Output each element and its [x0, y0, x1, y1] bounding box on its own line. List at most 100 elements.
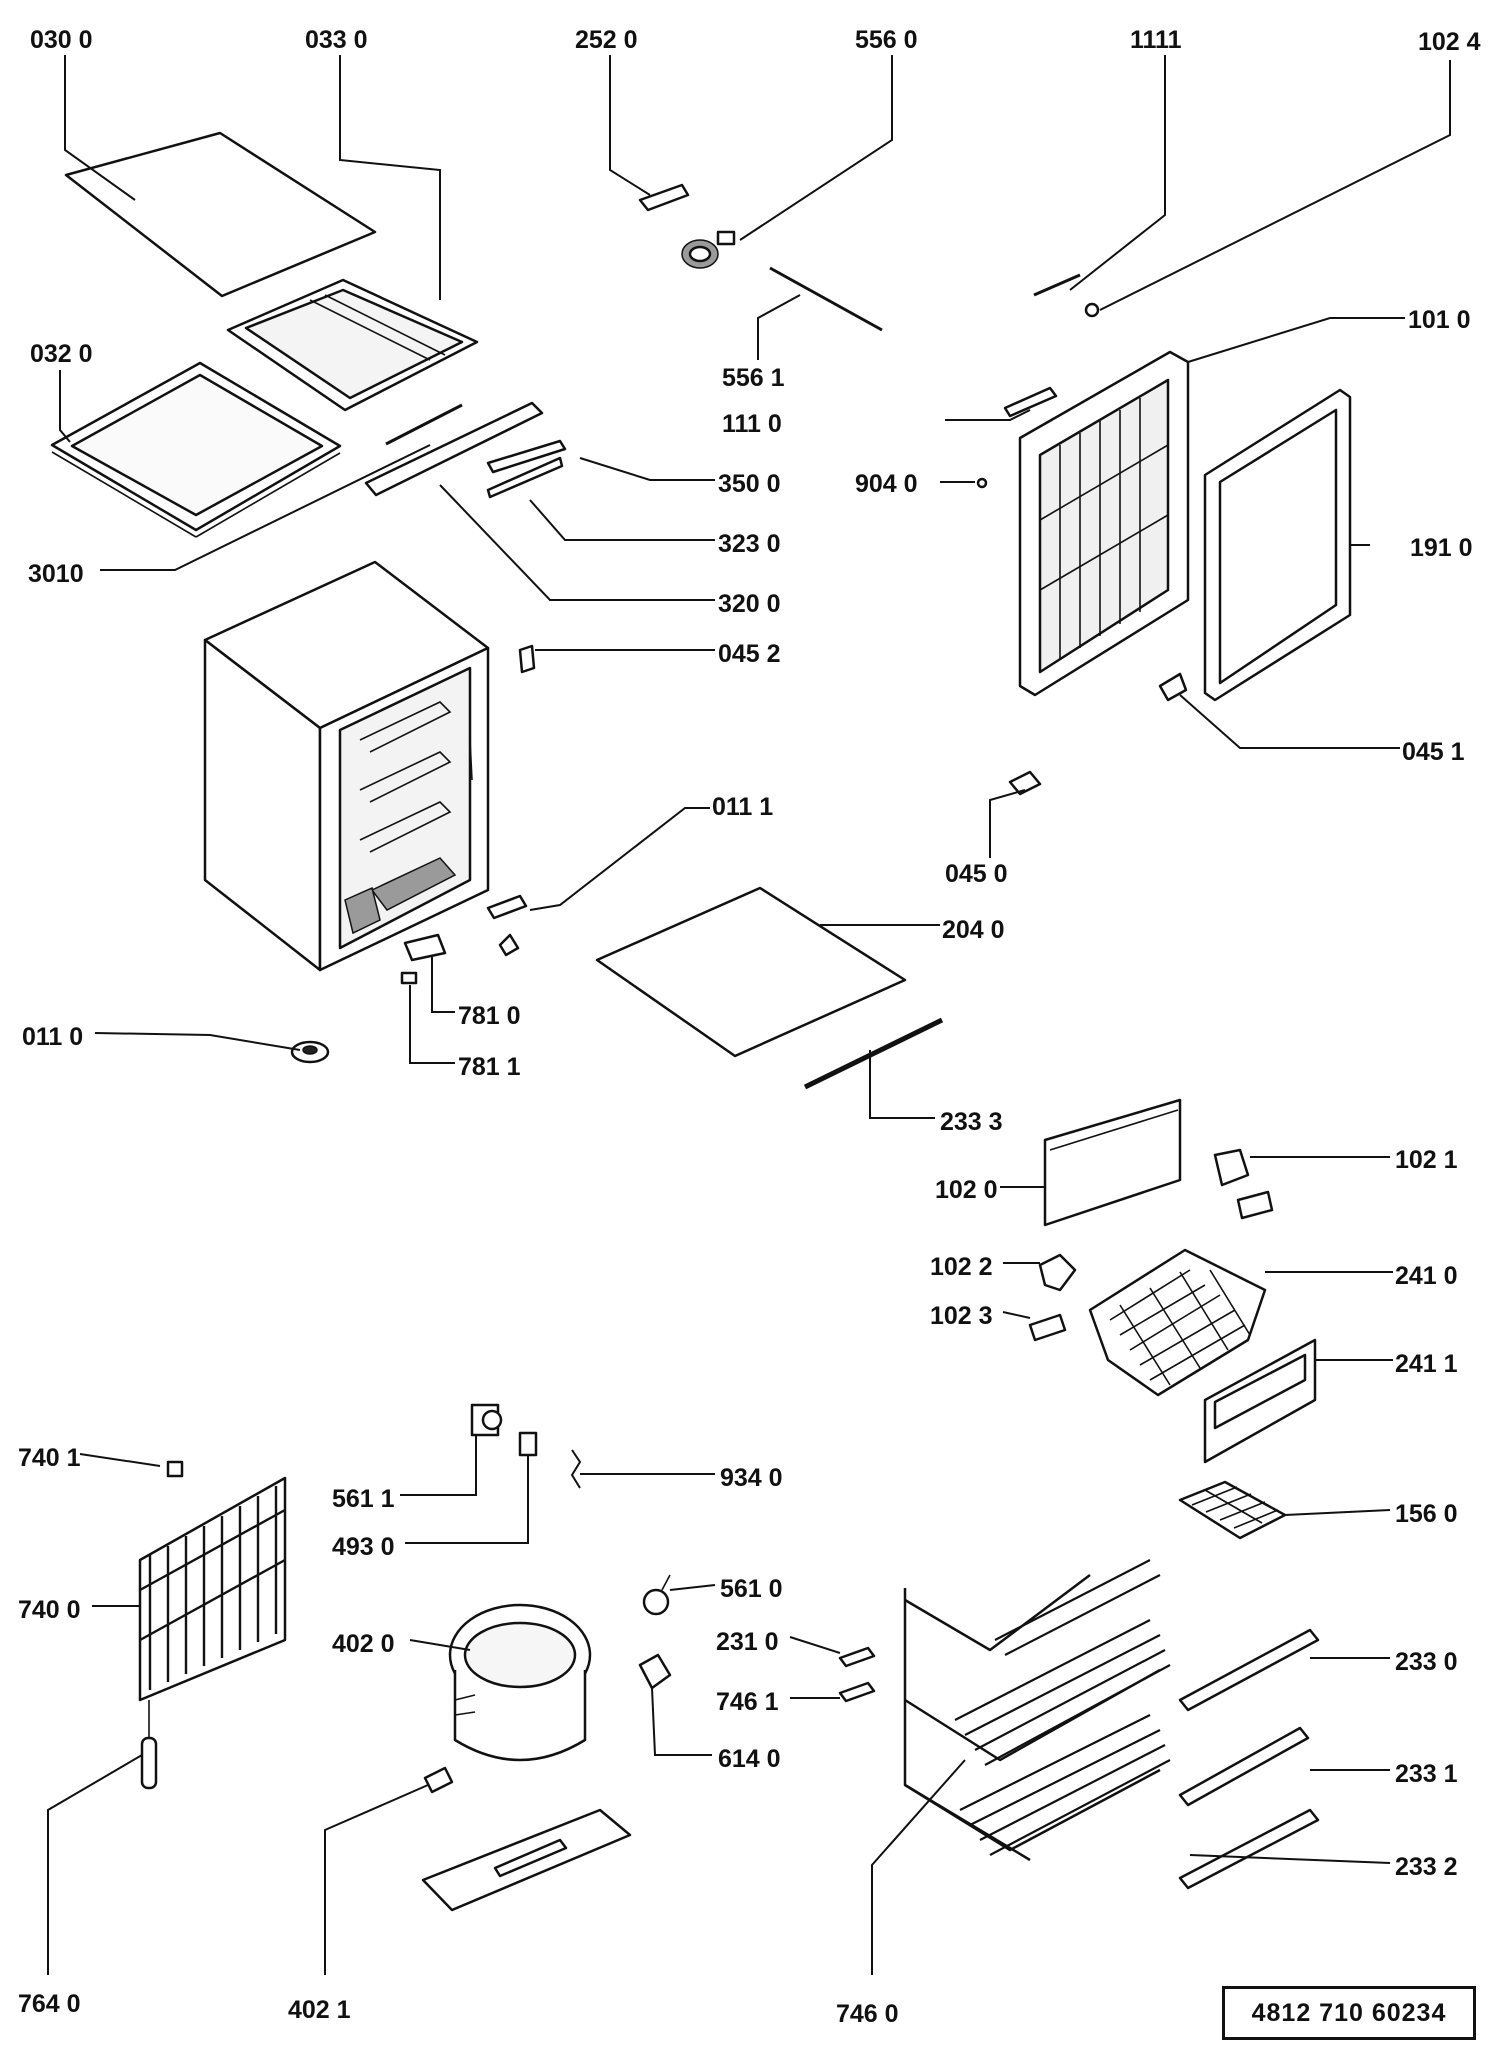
- part-3230-bracket: [486, 456, 564, 499]
- callout-7810: 781 0: [458, 1002, 521, 1030]
- part-7461-label: [838, 1681, 876, 1703]
- part-0451-hinge: [1158, 672, 1188, 702]
- part-0110-foot: [290, 1040, 330, 1064]
- part-7401-clip: [166, 1460, 184, 1478]
- callout-3010: 3010: [28, 560, 84, 588]
- part-7400-condenser: [138, 1476, 287, 1702]
- part-0300-top-plate: [64, 131, 377, 298]
- callout-0110: 011 0: [22, 1023, 83, 1051]
- part-2411-basket-front: [1203, 1338, 1317, 1464]
- callout-1022: 102 2: [930, 1253, 993, 1281]
- part-0111-foot: [498, 933, 520, 957]
- callout-1111: 1111: [1130, 26, 1182, 54]
- part-7640-dryer: [140, 1700, 158, 1790]
- callout-1560: 156 0: [1395, 1500, 1458, 1528]
- part-0320-shelf-frame: [50, 361, 342, 538]
- callout-2310: 231 0: [716, 1628, 779, 1656]
- part-0330-shelf: [226, 278, 479, 412]
- callout-5611: 561 1: [332, 1485, 395, 1513]
- part-1910-door-gasket: [1203, 388, 1352, 702]
- callout-1024: 102 4: [1418, 28, 1481, 56]
- callout-9040: 904 0: [855, 470, 918, 498]
- part-1010-inner-door: [1018, 350, 1190, 697]
- callout-0452: 045 2: [718, 640, 781, 668]
- part-4020-compressor: [448, 1603, 592, 1762]
- part-2410-basket: [1088, 1248, 1267, 1397]
- callout-4930: 493 0: [332, 1533, 395, 1561]
- part-2333-strip: [803, 1017, 944, 1090]
- callout-7400: 740 0: [18, 1596, 81, 1624]
- callout-4020: 402 0: [332, 1630, 395, 1658]
- callout-0330: 033 0: [305, 26, 368, 54]
- callout-1010: 101 0: [1408, 306, 1471, 334]
- part-0111-bracket: [486, 894, 528, 920]
- callout-2331: 233 1: [1395, 1760, 1458, 1788]
- callout-2333: 233 3: [940, 1108, 1003, 1136]
- callout-5561: 556 1: [722, 364, 785, 392]
- callout-4021: 402 1: [288, 1996, 351, 2024]
- callout-0450: 045 0: [945, 860, 1008, 888]
- callout-7640: 764 0: [18, 1990, 81, 2018]
- part-1021-hinge-parts: [1213, 1148, 1274, 1220]
- part-9040-screw: [976, 477, 988, 489]
- callout-1020: 102 0: [935, 1176, 998, 1204]
- callout-2411: 241 1: [1395, 1350, 1458, 1378]
- part-5561-capillary: [769, 266, 883, 332]
- callout-3200: 320 0: [718, 590, 781, 618]
- part-5560-thermostat: [681, 230, 736, 269]
- callout-5610: 561 0: [720, 1575, 783, 1603]
- callout-7461: 746 1: [716, 1688, 779, 1716]
- part-3500-bracket: [486, 439, 567, 474]
- part-7460-evaporator: [903, 1559, 1171, 1862]
- document-number-box: 4812 710 60234: [1222, 1986, 1476, 2040]
- part-5610-thermostat-knob: [642, 1574, 671, 1616]
- part-2040-glass-plate: [595, 886, 907, 1058]
- callout-1023: 102 3: [930, 1302, 993, 1330]
- callout-0111: 011 1: [712, 793, 773, 821]
- part-0452-pin: [518, 644, 536, 674]
- callout-9340: 934 0: [720, 1464, 783, 1492]
- callout-2330: 233 0: [1395, 1648, 1458, 1676]
- part-7811-clip: [400, 971, 418, 985]
- callout-5560: 556 0: [855, 26, 918, 54]
- part-2520-clip: [638, 183, 690, 212]
- part-3200-control-strip: [364, 401, 544, 497]
- part-4930-capacitor: [518, 1431, 538, 1457]
- part-1111-pin: [1033, 273, 1081, 297]
- part-9340-wire: [570, 1449, 582, 1489]
- part-2330-rail: [1178, 1628, 1320, 1712]
- part-7810-hinge: [403, 933, 447, 962]
- callout-7811: 781 1: [458, 1053, 521, 1081]
- part-0450-hinge: [1008, 770, 1042, 796]
- callout-3230: 323 0: [718, 530, 781, 558]
- callout-1910: 191 0: [1410, 534, 1473, 562]
- part-1022-clip: [1038, 1253, 1077, 1292]
- callout-2520: 252 0: [575, 26, 638, 54]
- callout-labels: 030 0 033 0 252 0 556 0 1111 102 4 032 0…: [18, 26, 1481, 2028]
- leader-lines: [47, 55, 1451, 1975]
- part-6140-lamp-holder: [638, 1653, 672, 1690]
- callout-2410: 241 0: [1395, 1262, 1458, 1290]
- part-2332-rail: [1178, 1808, 1320, 1890]
- part-2310-label: [838, 1646, 876, 1668]
- callout-7460: 746 0: [836, 2000, 899, 2028]
- callout-6140: 614 0: [718, 1745, 781, 1773]
- callout-1110: 111 0: [722, 410, 782, 438]
- part-2331-rail: [1178, 1726, 1310, 1807]
- callout-0451: 045 1: [1402, 738, 1465, 766]
- callout-0320: 032 0: [30, 340, 93, 368]
- part-1110-hinge: [1003, 386, 1058, 418]
- part-3010-rod: [385, 403, 463, 446]
- callout-3500: 350 0: [718, 470, 781, 498]
- part-base-plate: [421, 1808, 632, 1912]
- callout-0300: 030 0: [30, 26, 93, 54]
- part-1024-screw: [1084, 302, 1100, 318]
- part-1023-pin: [1028, 1313, 1067, 1342]
- part-cabinet-body: [203, 560, 490, 972]
- part-1560-ice-tray: [1178, 1480, 1287, 1540]
- part-4021-grommet: [423, 1766, 454, 1794]
- callout-2040: 204 0: [942, 916, 1005, 944]
- part-1020-flap: [1043, 1098, 1182, 1227]
- callout-2332: 233 2: [1395, 1853, 1458, 1881]
